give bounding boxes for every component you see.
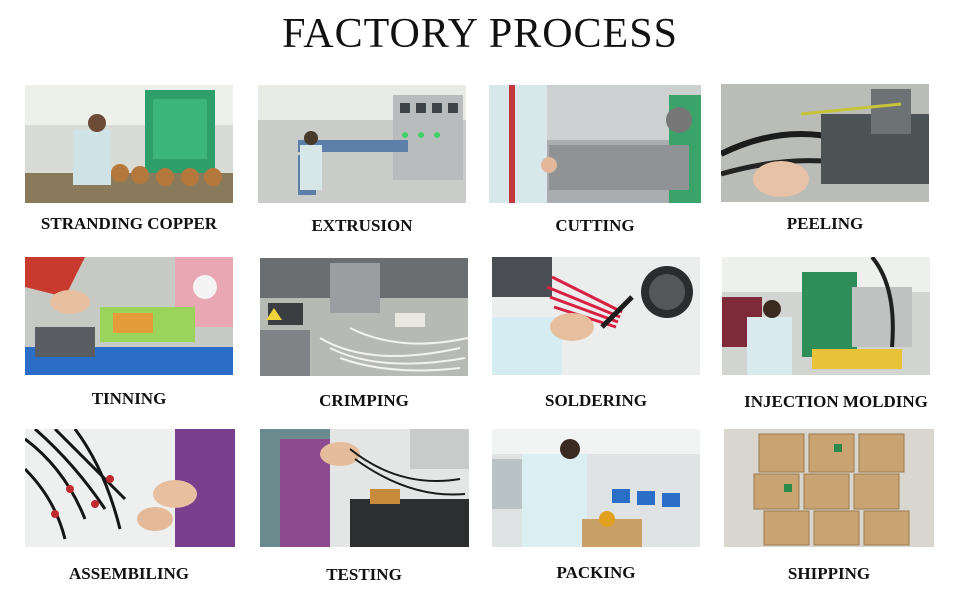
step-label: PEELING [786,214,864,233]
step-label: PACKING [556,563,636,582]
photo-crimping [260,258,468,376]
step-label: EXTRUSION [311,216,413,235]
step-label: STRANDING COPPER [40,214,218,233]
photo-stranding-copper [25,85,233,203]
step-label: CRIMPING [319,391,409,410]
photo-soldering [492,257,700,375]
step-label: CUTTING [555,216,635,235]
step-label: ASSEMBILING [69,564,189,583]
photo-extrusion [258,85,466,203]
step-label: INJECTION MOLDING [744,392,928,411]
photo-packing [492,429,700,547]
step-label: SOLDERING [544,391,648,410]
page-title: FACTORY PROCESS [282,11,678,57]
photo-peeling [721,84,929,202]
photo-injection-molding [722,257,930,375]
photo-cutting [489,85,701,203]
photo-assembling [25,429,235,547]
photo-shipping [724,429,934,547]
step-label: SHIPPING [787,564,871,583]
photo-testing [260,429,469,547]
step-label: TESTING [326,565,402,584]
photo-tinning [25,257,233,375]
step-label: TINNING [91,389,167,408]
